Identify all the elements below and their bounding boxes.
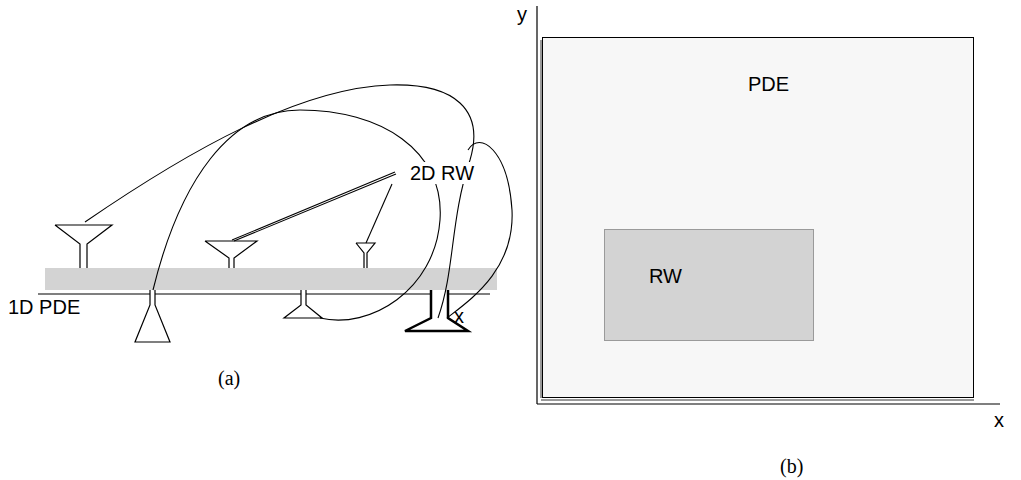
label: x bbox=[454, 306, 464, 326]
label: 1D PDE bbox=[8, 297, 80, 317]
region-label: RW bbox=[649, 266, 682, 286]
region-label: PDE bbox=[748, 74, 789, 94]
axes bbox=[537, 6, 1000, 404]
pde-region: PDE RW bbox=[542, 37, 974, 398]
pde-band bbox=[45, 268, 497, 290]
x-axis bbox=[38, 293, 490, 294]
random-walk-paths bbox=[85, 85, 512, 320]
label: y bbox=[517, 4, 527, 24]
label: (a) bbox=[218, 368, 240, 388]
rw-region: RW bbox=[604, 229, 814, 341]
label: 2D RW bbox=[408, 162, 476, 184]
label: x bbox=[994, 410, 1004, 430]
funnels bbox=[55, 225, 468, 342]
label: (b) bbox=[780, 456, 803, 476]
